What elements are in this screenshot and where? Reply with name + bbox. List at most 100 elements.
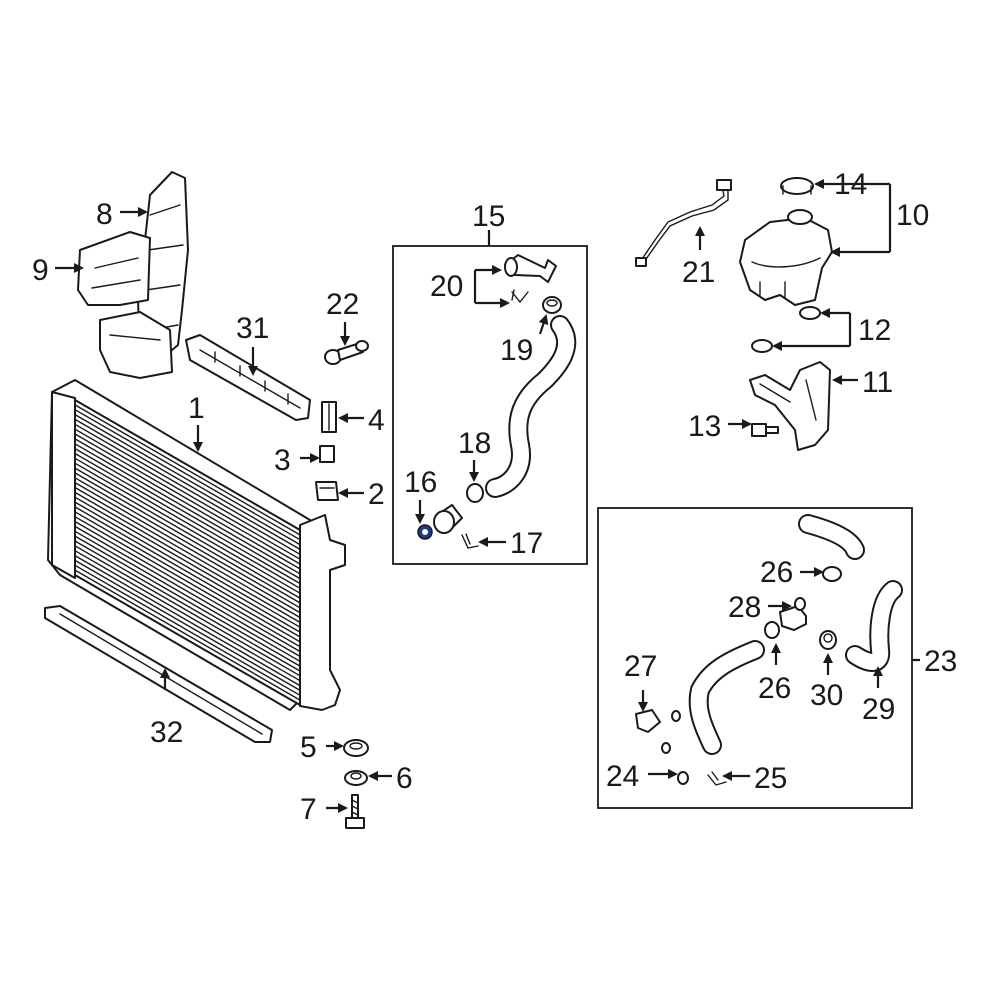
coolant-hose [485,315,577,498]
plug-12-lower [751,339,773,353]
bolt-13 [751,423,779,437]
callout-18: 18 [458,427,491,460]
radiator-fin [74,535,301,667]
callout-11: 11 [862,366,893,399]
radiator-fin [74,569,301,701]
leader-lines [55,179,920,813]
tee-fitting-28 [779,597,807,631]
radiator-bracket [185,334,311,421]
callout-26-upper: 26 [760,556,793,589]
radiator-fin [74,413,301,546]
radiator-fin [74,506,301,638]
callout-2: 2 [368,478,385,511]
radiator-fin [74,540,301,672]
radiator-fin [74,525,301,658]
callout-19: 19 [500,334,533,367]
radiator-fin [74,554,301,687]
seal-ring-16 [417,524,433,540]
callout-17: 17 [510,527,543,560]
callout-25: 25 [754,762,787,795]
radiator-fin [74,457,301,589]
clip-17 [461,533,479,549]
callout-23: 23 [924,645,957,678]
radiator-fin [74,481,301,614]
radiator-fin [74,486,301,619]
radiator [47,379,346,711]
link-22 [324,340,369,365]
callout-22: 22 [326,288,359,321]
radiator-fin [74,423,301,555]
callout-9: 9 [32,254,49,287]
connector-20 [504,254,557,283]
callout-1: 1 [188,392,205,425]
radiator-fin [74,501,301,633]
clamp-26-upper [822,566,842,582]
callout-27: 27 [624,650,657,683]
callout-29: 29 [862,693,895,726]
plug-12-upper [799,306,821,320]
radiator-fin [74,511,301,643]
air-deflector-side [77,231,173,379]
callout-13: 13 [688,410,721,443]
callout-10: 10 [896,199,929,232]
callout-28: 28 [728,591,761,624]
callout-14: 14 [834,168,867,201]
callout-21: 21 [682,256,715,289]
clamp-18 [466,483,484,503]
bolt-7 [345,794,365,829]
radiator-fin [74,467,301,599]
o-ring-24-group [661,710,689,785]
radiator-fin [74,462,301,594]
hose-upper [798,514,865,560]
bushing-5 [343,739,369,757]
radiator-fin [74,496,301,628]
pin-4 [321,401,337,433]
radiator-fin [74,530,301,662]
fitting-16-17 [433,504,463,534]
callout-8: 8 [96,198,113,231]
callout-labels: 1 2 3 4 5 6 7 8 9 10 11 12 13 14 15 16 1… [32,168,957,826]
radiator-fin [74,477,301,609]
clip-3 [319,445,335,463]
coolant-reservoir [739,209,833,306]
radiator-fin [74,559,301,692]
radiator-fin [74,491,301,624]
radiator-fin [74,564,301,696]
clamp-19 [542,296,562,314]
callout-26-lower: 26 [758,672,791,705]
reservoir-bracket-11 [749,361,831,451]
radiator-fin [74,447,301,580]
callout-32: 32 [150,716,183,749]
radiator-fin [74,550,301,682]
callout-30: 30 [810,679,843,712]
radiator-fin [74,443,301,575]
radiator-fin [74,404,301,536]
callout-3: 3 [274,444,291,477]
radiator-fin [74,516,301,648]
hose-assembly-group-15 [392,245,588,565]
radiator-fin [74,438,301,570]
hose-29 [845,580,903,672]
callout-12: 12 [858,314,891,347]
clip-25 [707,771,727,786]
clamp-30 [819,630,837,650]
overflow-line-21 [635,179,732,267]
grommet-2 [315,481,339,501]
radiator-fin [74,545,301,677]
clip-20 [511,289,529,304]
callout-6: 6 [396,762,413,795]
callout-4: 4 [368,404,385,437]
radiator-fin [74,520,301,653]
washer-6 [344,770,368,786]
radiator-fin [74,418,301,551]
radiator-fin [74,433,301,565]
radiator-fin [74,472,301,604]
radiator-fin [74,428,301,560]
callout-5: 5 [300,731,317,764]
radiator-fin [74,452,301,585]
callout-31: 31 [236,312,269,345]
callout-7: 7 [300,793,317,826]
callout-24: 24 [606,760,639,793]
hose-assembly-group-23 [597,507,913,809]
